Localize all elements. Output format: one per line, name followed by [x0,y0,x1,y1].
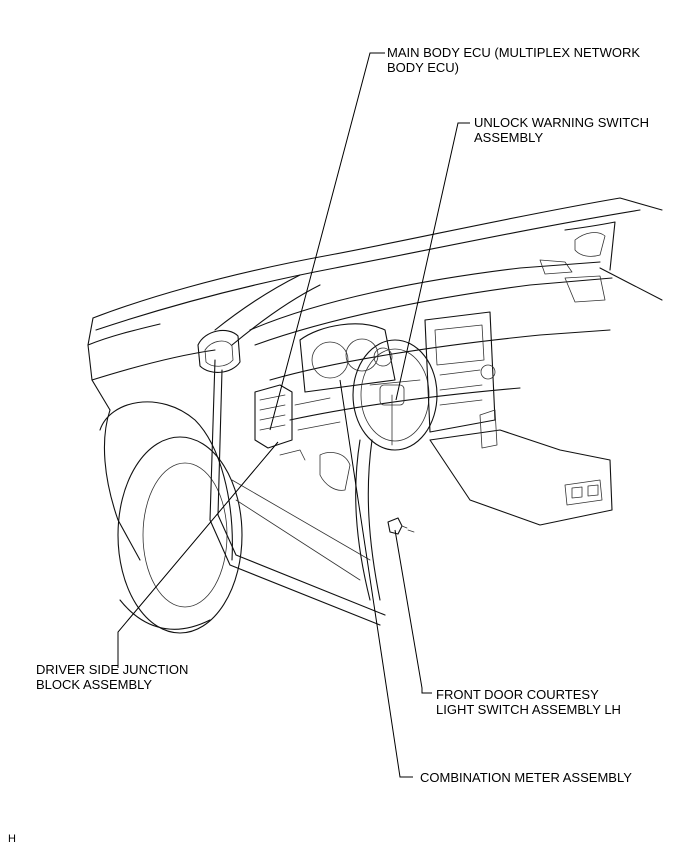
callout-unlock-warning-switch: UNLOCK WARNING SWITCH ASSEMBLY [474,115,649,145]
callout-driver-side-junction-block: DRIVER SIDE JUNCTION BLOCK ASSEMBLY [36,662,188,692]
callout-line: BODY ECU) [387,60,459,75]
callout-main-body-ecu: MAIN BODY ECU (MULTIPLEX NETWORK BODY EC… [387,45,640,75]
dashboard-outline [249,221,663,526]
callout-line: FRONT DOOR COURTESY [436,687,599,702]
callout-line: LIGHT SWITCH ASSEMBLY LH [436,702,621,717]
callout-front-door-courtesy-switch: FRONT DOOR COURTESY LIGHT SWITCH ASSEMBL… [436,687,621,717]
callout-line: COMBINATION METER ASSEMBLY [420,770,632,785]
callout-line: ASSEMBLY [474,130,544,145]
callout-line: UNLOCK WARNING SWITCH [474,115,650,130]
body-outline [87,197,663,634]
corner-mark: H [8,833,16,845]
courtesy-switch-part [387,517,415,535]
leader-lines [117,52,470,778]
callout-line: MAIN BODY ECU (MULTIPLEX NETWORK [387,45,641,60]
callout-line: BLOCK ASSEMBLY [36,677,153,692]
callout-combination-meter: COMBINATION METER ASSEMBLY [420,770,632,785]
callout-line: DRIVER SIDE JUNCTION [36,662,189,677]
